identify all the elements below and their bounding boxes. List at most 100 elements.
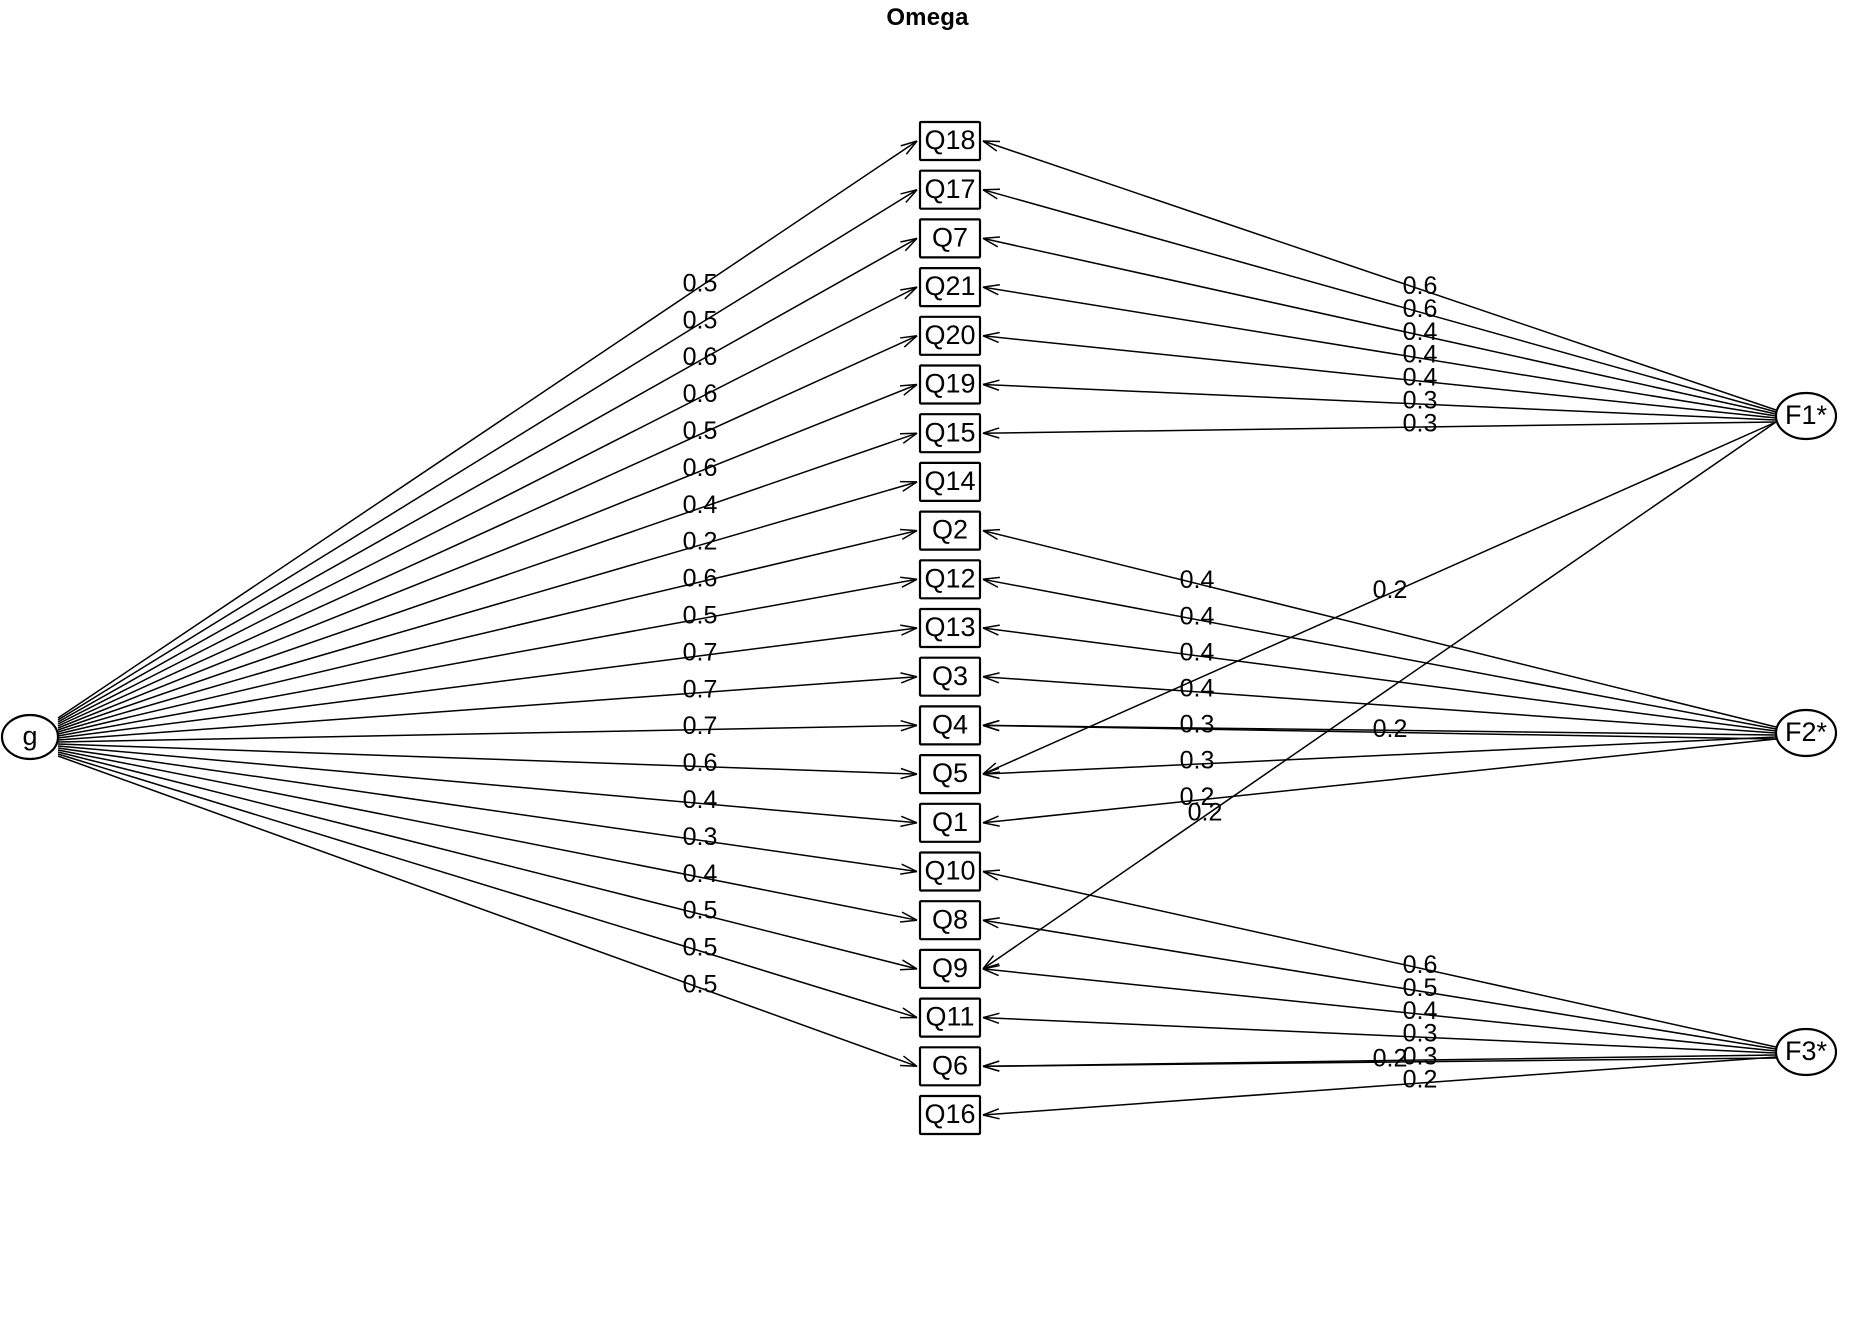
indicator-label: Q2	[932, 515, 968, 545]
group-factor-f3-label: F3*	[1785, 1036, 1828, 1066]
f2-loading-label-Q13: 0.4	[1180, 638, 1215, 666]
indicator-label: Q12	[924, 563, 975, 593]
f1-loading-label-Q18: 0.6	[1403, 272, 1438, 300]
indicator-label: Q3	[932, 661, 968, 691]
indicator-q9[interactable]: Q9	[918, 948, 982, 990]
g-loading-label-Q13: 0.7	[683, 638, 718, 666]
indicator-q1[interactable]: Q1	[918, 802, 982, 843]
indicator-q6[interactable]: Q6	[918, 1046, 982, 1087]
cross-loading-label-F1-Q5: 0.2	[1373, 576, 1408, 604]
g-loading-label-Q18: 0.5	[683, 269, 718, 297]
general-factor-g[interactable]: g	[0, 713, 60, 761]
cross-loading-label-F2-Q4: 0.2	[1373, 715, 1408, 743]
indicator-label: Q20	[924, 320, 975, 350]
g-loading-label-Q4: 0.7	[683, 712, 718, 740]
indicator-q8[interactable]: Q8	[918, 900, 982, 941]
g-loading-label-Q5: 0.6	[683, 749, 718, 777]
indicator-boxes: Q18Q17Q7Q21Q20Q19Q15Q14Q2Q12Q13Q3Q4Q5Q1Q…	[918, 120, 982, 1136]
indicator-label: Q13	[924, 612, 975, 642]
f2-loading-edges: 0.40.40.40.40.30.30.2	[982, 528, 1777, 827]
indicator-label: Q14	[924, 466, 975, 496]
g-loading-label-Q7: 0.6	[683, 343, 718, 371]
indicator-label: Q5	[932, 758, 968, 788]
indicator-q14[interactable]: Q14	[918, 461, 982, 502]
indicator-label: Q9	[932, 953, 968, 983]
indicator-q19[interactable]: Q19	[918, 364, 982, 405]
indicator-q18[interactable]: Q18	[918, 120, 982, 162]
indicator-label: Q15	[924, 417, 975, 447]
g-loading-label-Q15: 0.4	[683, 491, 718, 519]
f1-loading-label-Q21: 0.4	[1403, 341, 1438, 369]
indicator-label: Q19	[924, 369, 975, 399]
indicator-q20[interactable]: Q20	[918, 315, 982, 356]
page-title: Omega	[886, 4, 969, 31]
group-factor-f1[interactable]: F1*	[1774, 391, 1838, 441]
f2-loading-label-Q12: 0.4	[1180, 602, 1215, 630]
f1-loading-label-Q7: 0.4	[1403, 318, 1438, 346]
g-loading-label-Q8: 0.4	[683, 860, 718, 888]
g-loading-label-Q21: 0.6	[683, 380, 718, 408]
indicator-label: Q11	[925, 1002, 974, 1032]
indicator-q4[interactable]: Q4	[918, 705, 982, 746]
indicator-q21[interactable]: Q21	[918, 267, 982, 308]
indicator-q11[interactable]: Q11	[918, 997, 982, 1038]
f1-loading-label-Q20: 0.4	[1403, 364, 1438, 392]
cross-loading-label-F1-Q9: 0.2	[1188, 798, 1223, 826]
indicator-label: Q8	[932, 904, 968, 934]
f3-loading-label-Q11: 0.3	[1403, 1020, 1438, 1048]
f1-loading-label-Q15: 0.3	[1403, 410, 1438, 438]
indicator-label: Q1	[932, 807, 968, 837]
g-loading-label-Q10: 0.3	[683, 823, 718, 851]
group-factor-f2-label: F2*	[1785, 717, 1828, 747]
g-loading-label-Q20: 0.5	[683, 417, 718, 445]
f3-loading-label-Q16: 0.2	[1403, 1066, 1438, 1094]
f1-loading-label-Q19: 0.3	[1403, 387, 1438, 415]
f2-loading-label-Q1: 0.2	[1180, 783, 1215, 811]
f3-loading-label-Q10: 0.6	[1403, 951, 1438, 979]
g-loading-label-Q2: 0.6	[683, 565, 718, 593]
f3-loading-label-Q8: 0.5	[1403, 974, 1438, 1002]
indicator-q16[interactable]: Q16	[918, 1094, 982, 1136]
indicator-q15[interactable]: Q15	[918, 413, 982, 454]
f3-loading-label-Q9: 0.4	[1403, 997, 1438, 1025]
g-loading-label-Q19: 0.6	[683, 454, 718, 482]
f3-loading-edges: 0.60.50.40.30.30.2	[982, 869, 1777, 1120]
g-loading-edges: 0.5 0.5 0.6 0.6 0.5 0.6 0.4 0.2 0.6 0.5 0.7 0.7 0.7 0…	[57, 140, 918, 1068]
g-loading-label-Q11: 0.5	[683, 934, 718, 962]
group-factor-f3[interactable]: F3*	[1774, 1027, 1838, 1077]
indicator-q2[interactable]: Q2	[918, 510, 982, 551]
indicator-q5[interactable]: Q5	[918, 753, 982, 795]
indicator-q12[interactable]: Q12	[918, 559, 982, 600]
group-factor-f1-label: F1*	[1785, 400, 1828, 430]
group-factor-f2[interactable]: F2*	[1774, 708, 1838, 758]
indicator-label: Q17	[924, 174, 975, 204]
f1-loading-edges: 0.60.60.40.40.40.30.3	[982, 140, 1777, 439]
indicator-q3[interactable]: Q3	[918, 656, 982, 697]
g-loading-label-Q1: 0.4	[683, 786, 718, 814]
indicator-q13[interactable]: Q13	[918, 607, 982, 649]
factor-nodes: g F1* F2* F3*	[0, 391, 1838, 1077]
indicator-label: Q16	[924, 1099, 975, 1129]
cross-loading-edges: 0.20.20.20.2	[982, 421, 1777, 1073]
g-loading-label-Q14: 0.2	[683, 528, 718, 556]
indicator-label: Q7	[932, 223, 968, 253]
indicator-q7[interactable]: Q7	[918, 218, 982, 259]
g-loading-label-Q6: 0.5	[683, 971, 718, 999]
indicator-label: Q18	[924, 125, 975, 155]
g-loading-label-Q17: 0.5	[683, 306, 718, 334]
cross-loading-label-F3-Q6: 0.2	[1373, 1045, 1408, 1073]
f2-loading-label-Q5: 0.3	[1180, 747, 1215, 775]
indicator-q17[interactable]: Q17	[918, 169, 982, 210]
indicator-q10[interactable]: Q10	[918, 851, 982, 892]
g-loading-label-Q12: 0.5	[683, 601, 718, 629]
f1-loading-label-Q17: 0.6	[1403, 295, 1438, 323]
f2-loading-label-Q2: 0.4	[1180, 566, 1215, 594]
indicator-label: Q21	[924, 271, 975, 301]
indicator-label: Q4	[932, 710, 968, 740]
f2-loading-label-Q4: 0.3	[1180, 711, 1215, 739]
f3-loading-label-Q6: 0.3	[1403, 1043, 1438, 1071]
g-loading-label-Q3: 0.7	[683, 675, 718, 703]
indicator-label: Q6	[932, 1050, 968, 1080]
